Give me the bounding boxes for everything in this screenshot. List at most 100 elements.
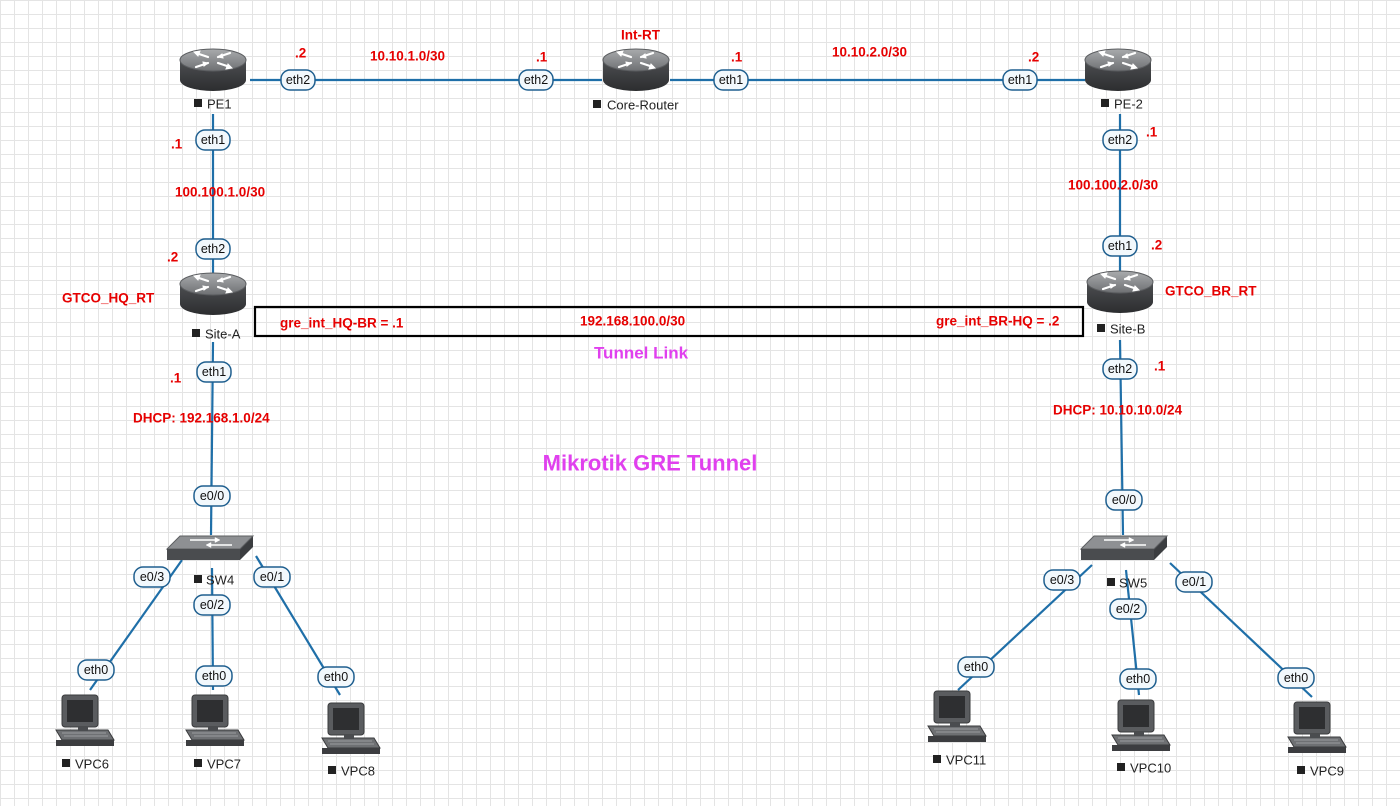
svg-text:eth1: eth1 [201,133,225,147]
subnet-pe1-core: 10.10.1.0/30 [370,49,445,64]
svg-text:VPC8: VPC8 [341,764,375,779]
router-icon[interactable] [178,271,248,317]
node-label-vpc11: VPC11 [933,753,986,768]
tunnel-link-label: Tunnel Link [594,344,689,363]
svg-text:eth2: eth2 [1108,362,1132,376]
subnet-pe1-sitea: 100.100.1.0/30 [175,185,265,200]
svg-text:Site-B: Site-B [1110,322,1145,337]
pc-icon[interactable] [185,694,245,747]
ip-siteb-eth1: .2 [1151,238,1162,253]
port-pe2-eth2[interactable]: eth2 [1102,129,1138,151]
node-label-sw5: SW5 [1107,576,1147,591]
svg-text:eth0: eth0 [202,669,226,683]
svg-text:e0/1: e0/1 [260,570,284,584]
pc-icon[interactable] [1287,701,1347,754]
tunnel-box [253,305,1085,338]
router-icon[interactable] [1085,269,1155,315]
ip-siteb-eth2: .1 [1154,359,1166,374]
switch-icon[interactable] [166,535,254,561]
port-core-eth1[interactable]: eth1 [713,69,749,91]
router-icon[interactable] [601,47,671,93]
tunnel-subnet: 192.168.100.0/30 [580,314,685,329]
ip-sitea-eth2: .2 [167,250,178,265]
node-label-sw4: SW4 [194,573,234,588]
ip-core-eth1: .1 [731,50,743,65]
router-icon[interactable] [178,47,248,93]
ip-pe2-eth2: .1 [1146,125,1158,140]
pc-icon[interactable] [55,694,115,747]
port-vpc10-eth0[interactable]: eth0 [1119,668,1157,690]
svg-text:e0/3: e0/3 [140,570,164,584]
node-label-pe2: PE-2 [1101,97,1143,112]
node-label-site-a: Site-A [192,327,241,342]
node-label-site-b: Site-B [1097,322,1145,337]
port-vpc7-eth0[interactable]: eth0 [195,665,233,687]
tunnel-hq-interface: gre_int_HQ-BR = .1 [280,316,404,331]
port-sw5-e03[interactable]: e0/3 [1043,569,1081,591]
svg-text:SW4: SW4 [206,573,234,588]
port-sw4-e01[interactable]: e0/1 [253,566,291,588]
port-siteb-eth2[interactable]: eth2 [1102,358,1138,380]
svg-text:SW5: SW5 [1119,576,1147,591]
subnet-core-pe2: 10.10.2.0/30 [832,45,907,60]
svg-text:e0/0: e0/0 [1112,493,1136,507]
subnet-pe2-siteb: 100.100.2.0/30 [1068,178,1158,193]
port-sw4-e03[interactable]: e0/3 [133,566,171,588]
svg-text:eth2: eth2 [286,73,310,87]
svg-text:eth0: eth0 [964,660,988,674]
svg-text:eth1: eth1 [1108,239,1132,253]
svg-text:e0/0: e0/0 [200,489,224,503]
svg-text:Site-A: Site-A [205,327,241,342]
port-sw4-e02[interactable]: e0/2 [193,594,231,616]
router-icon[interactable] [1083,47,1153,93]
node-label-vpc7: VPC7 [194,757,241,772]
port-siteb-eth1[interactable]: eth1 [1102,235,1138,257]
svg-text:VPC10: VPC10 [1130,761,1171,776]
node-label-vpc9: VPC9 [1297,764,1344,779]
tunnel-br-interface: gre_int_BR-HQ = .2 [936,314,1059,329]
svg-text:VPC7: VPC7 [207,757,241,772]
svg-text:eth1: eth1 [1008,73,1032,87]
svg-text:eth0: eth0 [1284,671,1308,685]
diagram-title: Mikrotik GRE Tunnel [543,451,758,476]
dhcp-site-b: DHCP: 10.10.10.0/24 [1053,403,1183,418]
svg-text:VPC9: VPC9 [1310,764,1344,779]
port-vpc8-eth0[interactable]: eth0 [317,666,355,688]
port-pe1-eth2[interactable]: eth2 [280,69,316,91]
pc-icon[interactable] [1111,699,1171,752]
node-label-core-router: Core-Router [593,98,679,113]
svg-text:e0/2: e0/2 [200,598,224,612]
port-sw4-e00[interactable]: e0/0 [193,485,231,507]
pc-icon[interactable] [321,702,381,755]
dhcp-site-a: DHCP: 192.168.1.0/24 [133,411,270,426]
switch-icon[interactable] [1080,535,1168,561]
svg-text:PE1: PE1 [207,97,232,112]
node-label-vpc10: VPC10 [1117,761,1171,776]
port-vpc9-eth0[interactable]: eth0 [1277,667,1315,689]
ip-sitea-eth1: .1 [170,371,182,386]
port-vpc11-eth0[interactable]: eth0 [957,656,995,678]
ip-core-eth2: .1 [536,50,548,65]
port-core-eth2[interactable]: eth2 [518,69,554,91]
svg-text:eth1: eth1 [202,365,226,379]
pc-icon[interactable] [927,690,987,743]
svg-text:e0/1: e0/1 [1182,575,1206,589]
port-sw5-e02[interactable]: e0/2 [1109,598,1147,620]
port-sw5-e01[interactable]: e0/1 [1175,571,1213,593]
port-sw5-e00[interactable]: e0/0 [1105,489,1143,511]
node-label-vpc8: VPC8 [328,764,375,779]
port-sitea-eth1[interactable]: eth1 [196,361,232,383]
svg-text:PE-2: PE-2 [1114,97,1143,112]
svg-text:eth0: eth0 [84,663,108,677]
port-vpc6-eth0[interactable]: eth0 [77,659,115,681]
port-sitea-eth2[interactable]: eth2 [195,238,231,260]
svg-text:eth0: eth0 [324,670,348,684]
svg-text:eth0: eth0 [1126,672,1150,686]
svg-text:VPC6: VPC6 [75,757,109,772]
hq-router-name: GTCO_HQ_RT [62,291,155,306]
port-pe1-eth1[interactable]: eth1 [195,129,231,151]
svg-text:e0/2: e0/2 [1116,602,1140,616]
svg-text:eth2: eth2 [524,73,548,87]
port-pe2-eth1[interactable]: eth1 [1002,69,1038,91]
